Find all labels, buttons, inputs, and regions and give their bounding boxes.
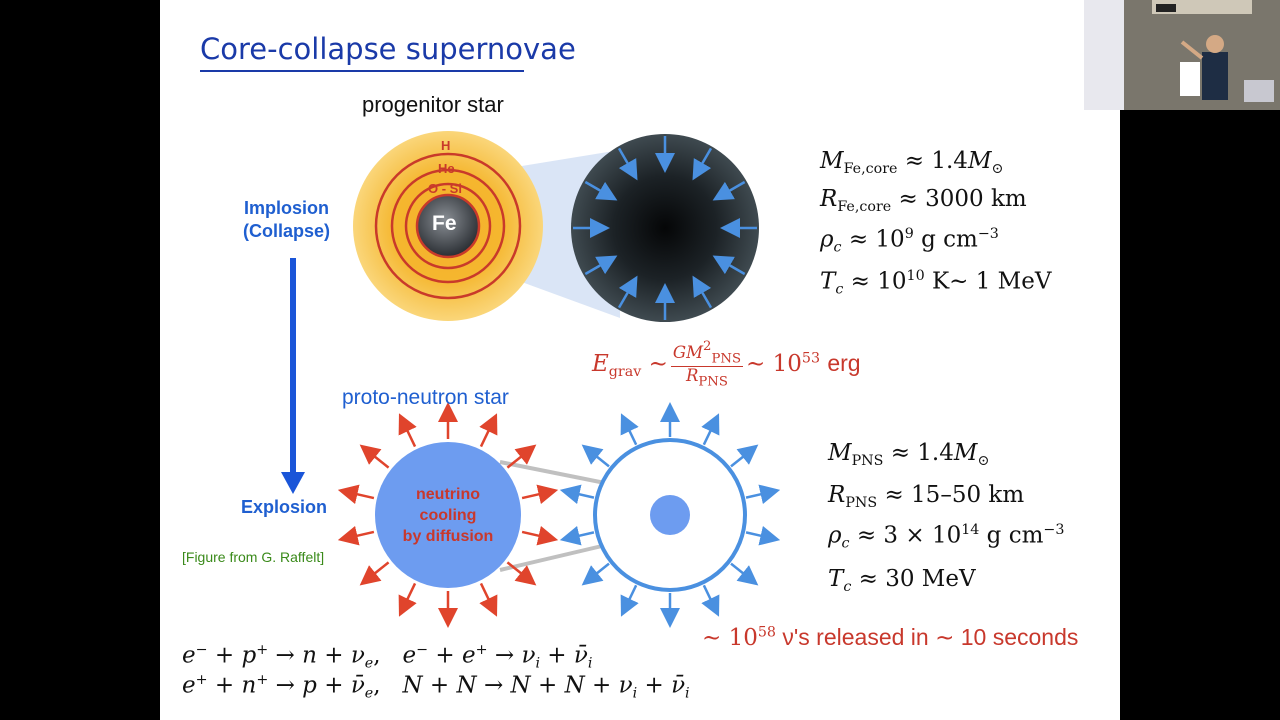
infall-arrow <box>692 275 713 309</box>
outflow-arrow <box>559 525 595 546</box>
cooling-line2: cooling <box>419 507 477 524</box>
pns-inner-core <box>650 495 690 535</box>
outflow-arrow <box>745 525 781 546</box>
neutrino-arrow <box>337 525 375 546</box>
neutrino-arrow <box>506 561 537 586</box>
reaction-line2: e+ + n+ → p + ν̄e, N + N → N + N + νi + … <box>182 672 690 702</box>
presenter-webcam <box>1084 0 1280 110</box>
reaction-line1: e− + p+ → n + νe, e− + e+ → νi + ν̄i <box>182 642 593 672</box>
pns-radius: RPNS ≈ 15–50 km <box>828 482 1025 511</box>
neutrino-arrow <box>479 582 498 617</box>
core-temperature: Tc ≈ 1010 K∼ 1 MeV <box>820 268 1052 298</box>
neutrino-arrow <box>337 484 375 505</box>
outflow-arrow <box>559 484 595 505</box>
figure-credit: [Figure from G. Raffelt] <box>182 549 325 565</box>
progenitor-label: progenitor star <box>362 92 504 117</box>
presenter-video <box>1084 0 1280 110</box>
core-density: ρc ≈ 109 g cm−3 <box>820 226 999 256</box>
infall-arrow <box>617 147 638 181</box>
infall-arrow <box>584 180 618 201</box>
layer-h: H <box>441 138 451 153</box>
outflow-arrow <box>581 444 610 468</box>
outflow-arrow <box>745 484 781 505</box>
outflow-arrow <box>730 444 759 468</box>
infall-arrow <box>617 275 638 309</box>
layer-fe: Fe <box>432 212 457 235</box>
neutrino-arrow <box>479 413 498 448</box>
infall-arrow <box>712 255 746 276</box>
outflow-arrows <box>559 402 781 628</box>
supernova-diagram <box>281 131 781 628</box>
neutrino-arrow <box>521 525 559 546</box>
pns-temperature: Tc ≈ 30 MeV <box>828 566 976 595</box>
collapse-label: (Collapse) <box>243 221 331 241</box>
infall-arrows <box>573 136 757 320</box>
infall-arrow <box>584 255 618 276</box>
neutrino-arrow <box>398 582 417 617</box>
outflow-arrow <box>701 413 720 446</box>
neutrino-release: ∼ 1058 ν's released in ∼ 10 seconds <box>702 624 1079 651</box>
outflow-arrow <box>620 413 639 446</box>
layer-he: He <box>438 161 455 176</box>
outflow-arrow <box>730 562 759 586</box>
progenitor-star <box>353 131 543 321</box>
collapsing-core <box>571 134 759 322</box>
pns-label: proto-neutron star <box>342 386 509 409</box>
slide: Core-collapse supernovae progenitor star… <box>160 0 1120 720</box>
title-underline <box>200 70 524 72</box>
core-radius: RFe,core ≈ 3000 km <box>820 186 1027 215</box>
outflow-arrow <box>620 584 639 617</box>
outflow-arrow <box>701 584 720 617</box>
neutrino-arrow <box>359 561 390 586</box>
implosion-label: Implosion <box>244 198 329 218</box>
explosion-label: Explosion <box>241 497 328 517</box>
cooling-line3: by diffusion <box>402 528 494 545</box>
infall-arrow <box>692 147 713 181</box>
neutrino-arrow <box>521 484 559 505</box>
neutrino-arrows <box>337 402 559 628</box>
infall-arrow <box>712 180 746 201</box>
outflow-arrow <box>581 562 610 586</box>
neutrino-arrow <box>506 444 537 469</box>
pns-density: ρc ≈ 3 × 1014 g cm−3 <box>828 522 1065 552</box>
core-mass: MFe,core ≈ 1.4M⊙ <box>820 148 1004 177</box>
neutrino-arrow <box>398 413 417 448</box>
slide-title: Core-collapse supernovae <box>200 32 576 66</box>
proto-neutron-star <box>375 442 521 588</box>
layer-osi: O - Si <box>428 181 462 196</box>
neutrino-arrow <box>359 444 390 469</box>
pns-mass: MPNS ≈ 1.4M⊙ <box>828 440 990 469</box>
cooling-line1: neutrino <box>416 486 480 503</box>
